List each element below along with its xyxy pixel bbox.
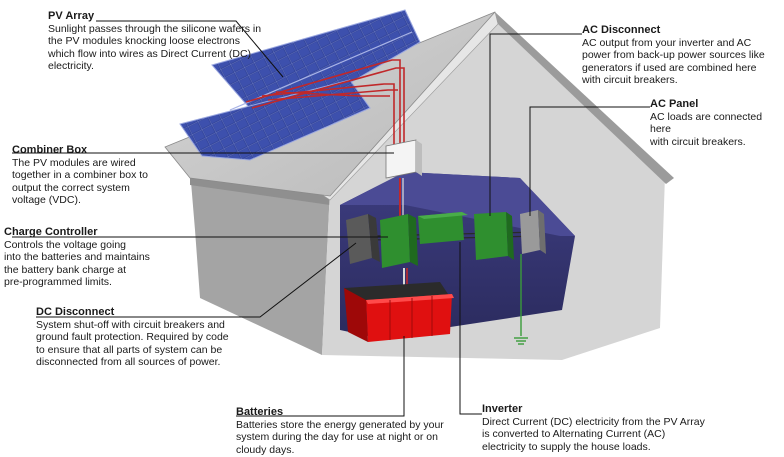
charge-controller-box — [380, 214, 418, 268]
pv-array-panels — [179, 9, 421, 161]
combiner-box-title: Combiner Box — [12, 144, 88, 156]
dc-wiring-roof — [245, 59, 405, 150]
dc-disconnect-title: DC Disconnect — [36, 306, 115, 318]
battery-bank — [344, 282, 454, 342]
pv-array-title: PV Array — [48, 10, 95, 22]
label-ac-disconnect: AC Disconnect AC output from your invert… — [582, 24, 765, 87]
inverter-desc: Direct Current (DC) electricity from the… — [482, 415, 705, 453]
interior-back-wall — [340, 172, 575, 236]
batteries-desc: Batteries store the energy generated by … — [236, 418, 444, 456]
combiner-box-desc: The PV modules are wired together in a c… — [12, 156, 148, 207]
ac-disconnect-title: AC Disconnect — [582, 24, 661, 36]
leader-ac-panel — [529, 106, 650, 216]
charge-controller-title: Charge Controller — [4, 226, 98, 238]
dc-disconnect-box — [346, 214, 380, 264]
label-ac-panel: AC Panel AC loads are connected here wit… — [650, 98, 784, 148]
label-batteries: Batteries Batteries store the energy gen… — [236, 406, 444, 456]
label-combiner-box: Combiner Box The PV modules are wired to… — [12, 144, 148, 207]
ac-disconnect-desc: AC output from your inverter and AC powe… — [582, 36, 765, 87]
leader-batteries — [236, 336, 405, 417]
label-charge-controller: Charge Controller Controls the voltage g… — [4, 226, 150, 289]
ac-panel-title: AC Panel — [650, 98, 699, 110]
ground-wire — [514, 254, 528, 345]
inverter-box — [418, 212, 468, 244]
charge-controller-desc: Controls the voltage going into the batt… — [4, 238, 150, 289]
batteries-title: Batteries — [236, 406, 284, 418]
leader-lines — [12, 20, 650, 417]
leader-pv-array — [96, 20, 284, 78]
dc-disconnect-desc: System shut-off with circuit breakers an… — [36, 318, 229, 369]
roof-gable-trim-right — [495, 12, 674, 184]
combiner-box — [385, 139, 422, 179]
leader-ac-disconnect — [489, 33, 582, 216]
label-inverter: Inverter Direct Current (DC) electricity… — [482, 403, 705, 453]
inverter-title: Inverter — [482, 403, 523, 415]
label-pv-array: PV Array Sunlight passes through the sil… — [48, 10, 261, 73]
label-dc-disconnect: DC Disconnect System shut-off with circu… — [36, 306, 229, 369]
house-front-wall — [190, 170, 330, 355]
ac-panel-desc: AC loads are connected here with circuit… — [650, 110, 763, 148]
ac-panel-box — [520, 210, 546, 254]
ac-disconnect-box — [474, 212, 514, 260]
pv-array-desc: Sunlight passes through the silicone waf… — [48, 22, 262, 73]
leader-dc-disconnect — [36, 242, 357, 318]
leader-inverter — [459, 242, 482, 415]
